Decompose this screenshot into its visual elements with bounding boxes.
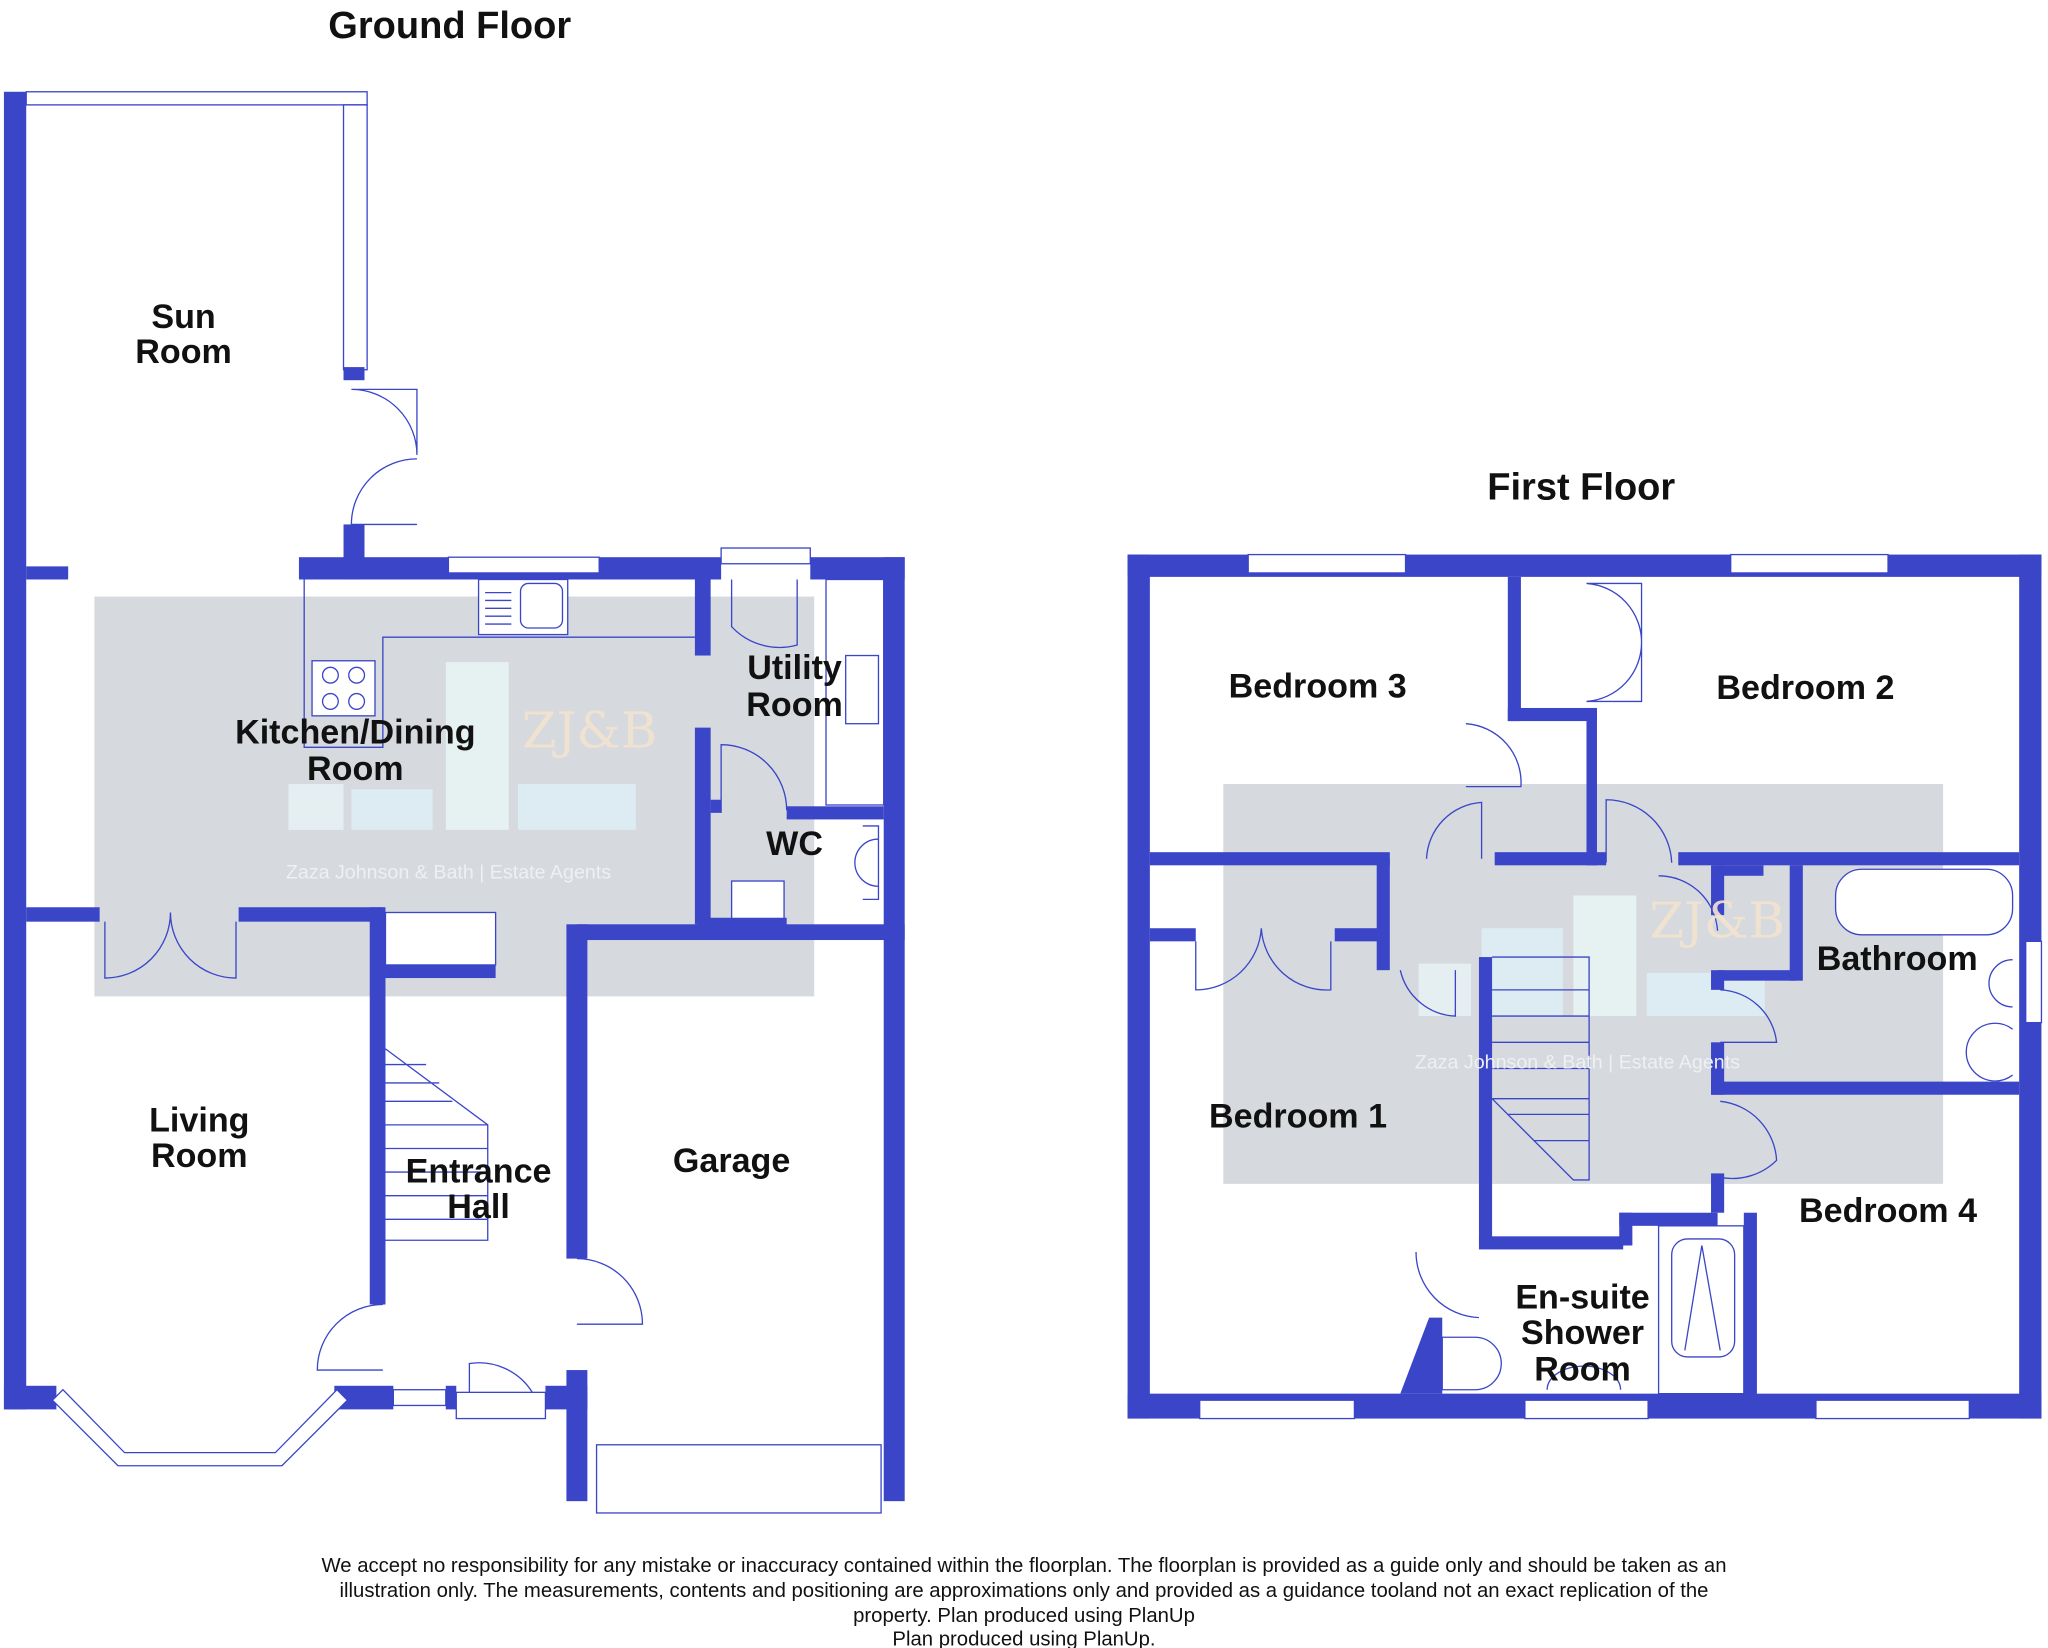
svg-text:Shower: Shower	[1521, 1314, 1644, 1352]
svg-text:Plan produced using PlanUp.: Plan produced using PlanUp.	[892, 1628, 1155, 1648]
room-label-bedroom4: Bedroom 4	[1799, 1192, 1977, 1230]
ground-floor-plan	[3, 91, 905, 1514]
svg-text:Room: Room	[1534, 1351, 1631, 1389]
room-label-garage: Garage	[673, 1142, 790, 1180]
svg-text:illustration only. The measure: illustration only. The measurements, con…	[340, 1580, 1709, 1602]
watermark-logo: ZJ&B	[1649, 891, 1785, 949]
svg-text:property. Plan produced using: property. Plan produced using PlanUp	[853, 1605, 1195, 1627]
watermark-first-background	[1223, 784, 1944, 1184]
room-label-kitchen: Kitchen/Dining Room	[235, 713, 475, 788]
svg-text:Kitchen/Dining: Kitchen/Dining	[235, 713, 475, 751]
svg-text:Utility: Utility	[747, 649, 842, 687]
svg-text:Room: Room	[135, 333, 232, 371]
watermark-tagline: Zaza Johnson & Bath | Estate Agents	[1415, 1052, 1740, 1074]
room-label-bathroom: Bathroom	[1817, 940, 1978, 978]
room-label-wc: WC	[766, 825, 823, 863]
room-label-bedroom2: Bedroom 2	[1716, 669, 1894, 707]
room-label-bedroom1: Bedroom 1	[1209, 1098, 1387, 1136]
room-label-hall: Entrance Hall	[406, 1153, 552, 1226]
svg-text:Sun: Sun	[151, 298, 215, 336]
room-label-living: Living Room	[149, 1101, 249, 1174]
svg-text:Room: Room	[746, 686, 843, 724]
room-label-ensuite: En-suite Shower Room	[1515, 1278, 1649, 1388]
svg-text:Living: Living	[149, 1101, 249, 1139]
svg-text:Entrance: Entrance	[406, 1153, 552, 1191]
svg-text:Hall: Hall	[447, 1188, 510, 1226]
room-label-utility: Utility Room	[746, 649, 843, 724]
room-label-sun-room: Sun Room	[135, 298, 232, 371]
first-floor-title: First Floor	[1487, 467, 1675, 509]
ground-floor-title: Ground Floor	[328, 5, 571, 47]
svg-text:En-suite: En-suite	[1515, 1278, 1649, 1316]
room-label-bedroom3: Bedroom 3	[1229, 667, 1407, 705]
watermark-tagline: Zaza Johnson & Bath | Estate Agents	[286, 861, 611, 883]
watermark-first: ZJ&B Zaza Johnson & Bath | Estate Agents	[1415, 891, 1785, 1073]
watermark-logo: ZJ&B	[522, 701, 658, 759]
svg-text:Room: Room	[151, 1137, 248, 1175]
disclaimer: We accept no responsibility for any mist…	[321, 1555, 1726, 1648]
svg-text:We accept no responsibility fo: We accept no responsibility for any mist…	[321, 1555, 1726, 1577]
svg-text:Room: Room	[307, 750, 404, 788]
first-floor-plan	[1127, 553, 2043, 1420]
